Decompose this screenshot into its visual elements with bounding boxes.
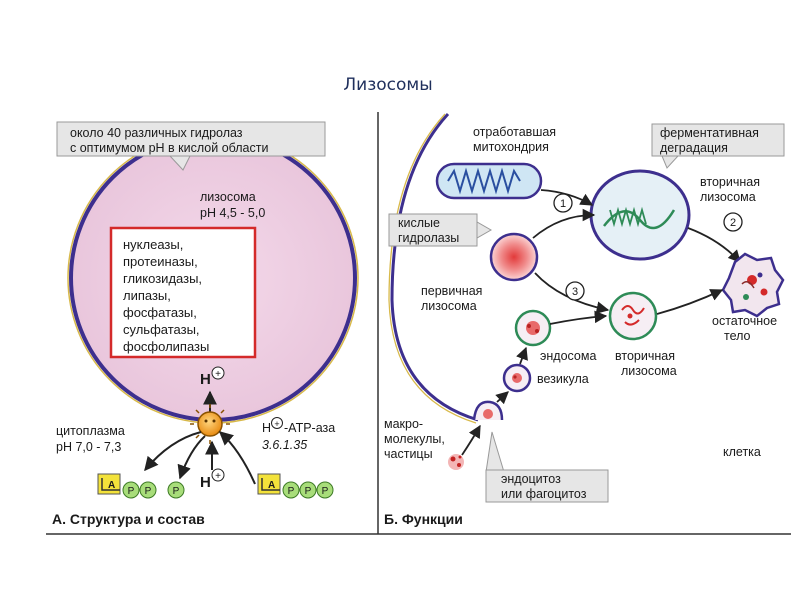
phosphate-label: P xyxy=(145,486,152,497)
secondary-lysosome-bottom xyxy=(608,291,658,341)
secondary-lysosome-bottom-label: вторичная xyxy=(615,349,675,363)
lysosome-label: лизосома xyxy=(200,190,256,204)
degradation-callout: ферментативная деградация xyxy=(651,123,785,169)
acid-hydrolases-line-2: гидролазы xyxy=(398,231,459,245)
phosphate-label: P xyxy=(322,486,329,497)
charge-circle-icon xyxy=(211,468,225,482)
endosome-icon xyxy=(514,309,552,347)
step-2-number: 2 xyxy=(730,217,736,229)
acid-hydrolases-callout: кислые гидролазы xyxy=(388,213,493,247)
atp-molecule: A P P P xyxy=(257,473,334,499)
endocytosis-line-1: эндоцитоз xyxy=(501,472,561,486)
proton-top-charge: + xyxy=(215,369,221,380)
panel-b-caption: Б. Функции xyxy=(384,511,463,527)
secondary-lysosome-top-label: вторичная xyxy=(700,175,760,189)
acid-hydrolases-line-1: кислые xyxy=(398,216,440,230)
vesicle-icon xyxy=(502,363,532,393)
panel-a: около 40 различных гидролаз с оптимумом … xyxy=(52,121,359,527)
cell-label: клетка xyxy=(723,445,761,459)
secondary-lysosome-top xyxy=(589,169,691,261)
panel-a-caption: А. Структура и состав xyxy=(52,511,205,527)
cytoplasm-label: цитоплазма xyxy=(56,424,125,438)
step-3-number: 3 xyxy=(572,286,578,298)
step-2-arrow xyxy=(687,227,741,263)
callout-line-1: около 40 различных гидролаз xyxy=(70,126,243,140)
charge-circle-icon xyxy=(211,366,225,380)
step-2-badge xyxy=(723,212,743,232)
atpase-h-charge: + xyxy=(274,419,279,429)
primary-lysosome-label: первичная xyxy=(421,284,482,298)
mito-to-lysosome-arrow xyxy=(540,189,594,206)
phosphate-label: P xyxy=(288,486,295,497)
atpase-label: -ATP-аза xyxy=(284,421,335,435)
step-1-badge xyxy=(553,193,573,213)
enzyme-item: гликозидазы, xyxy=(123,271,202,286)
vesicle-label: везикула xyxy=(537,372,589,386)
mitochondrion-icon xyxy=(435,162,543,200)
adenine-label: A xyxy=(108,480,115,491)
to-residual-arrow xyxy=(656,289,724,315)
atpase-icon xyxy=(190,404,230,444)
particle-icon xyxy=(448,454,464,470)
hydrolases-callout: около 40 различных гидролаз с оптимумом … xyxy=(56,121,326,171)
enzyme-item: фосфолипазы xyxy=(123,339,209,354)
cell-membrane xyxy=(390,112,479,422)
free-phosphate: P xyxy=(167,481,185,499)
adp-out-arrow xyxy=(144,431,202,472)
cell-membrane-outer xyxy=(388,113,477,424)
degradation-line-2: деградация xyxy=(660,141,728,155)
enzyme-item: нуклеазы, xyxy=(123,237,183,252)
enzyme-item: протеиназы, xyxy=(123,254,198,269)
enzyme-list-box: нуклеазы, протеиназы, гликозидазы, липаз… xyxy=(109,226,257,359)
step-1-number: 1 xyxy=(560,198,566,210)
enzyme-item: сульфатазы, xyxy=(123,322,200,337)
phosphate-label: P xyxy=(173,486,180,497)
proton-bottom-label: H xyxy=(200,474,211,491)
adenine-label: A xyxy=(268,480,275,491)
step-3-arrow xyxy=(534,272,610,314)
cytoplasm-ph: pH 7,0 - 7,3 xyxy=(56,440,121,454)
charge-circle-icon xyxy=(271,417,283,429)
degradation-line-1: ферментативная xyxy=(660,126,759,140)
secondary-lysosome-top-label-2: лизосома xyxy=(700,190,756,204)
endocytosis-callout: эндоцитоз или фагоцитоз xyxy=(485,431,609,503)
macromolecules-label: макро- xyxy=(384,417,423,431)
atpase-h-label: H xyxy=(262,421,271,435)
endocytosis-line-2: или фагоцитоз xyxy=(501,487,587,501)
step-3-badge xyxy=(565,281,585,301)
particle-in-arrow xyxy=(461,424,481,456)
lysosome-ph: pH 4,5 - 5,0 xyxy=(200,206,265,220)
atpase-ec-number: 3.6.1.35 xyxy=(262,438,307,452)
endosome-to-lysosome-arrow xyxy=(549,310,608,325)
panel-b: отработавшая митохондрия ферментативная … xyxy=(384,112,785,527)
spent-mito-label-2: митохондрия xyxy=(473,140,549,154)
enzyme-item: фосфатазы, xyxy=(123,305,197,320)
pit-to-vesicle-arrow xyxy=(495,391,509,405)
residual-body-icon xyxy=(721,252,785,318)
primary-lysosome-label-2: лизосома xyxy=(421,299,477,313)
adp-molecule: A P P xyxy=(97,473,157,499)
endosome-label: эндосома xyxy=(540,349,596,363)
callout-line-2: с оптимумом pH в кислой области xyxy=(70,141,268,155)
phosphate-label: P xyxy=(128,486,135,497)
macromolecules-label-2: молекулы, xyxy=(384,432,445,446)
atp-in-arrow xyxy=(218,431,256,485)
macromolecules-label-3: частицы xyxy=(384,447,433,461)
page-title: Лизосомы xyxy=(343,75,432,95)
residual-body-label: остаточное xyxy=(712,314,777,328)
proton-bottom-charge: + xyxy=(215,471,221,482)
secondary-lysosome-bottom-label-2: лизосома xyxy=(621,364,677,378)
spent-mito-label: отработавшая xyxy=(473,125,556,139)
step-1-arrow xyxy=(532,208,596,239)
proton-top-label: H xyxy=(200,371,211,388)
enzyme-item: липазы, xyxy=(123,288,171,303)
phosphate-label: P xyxy=(305,486,312,497)
vesicle-to-endosome-arrow xyxy=(516,346,528,365)
endocytosis-pit xyxy=(472,400,504,421)
phosphate-out-arrow xyxy=(177,435,206,480)
primary-lysosome xyxy=(489,232,539,282)
residual-body-label-2: тело xyxy=(724,329,751,343)
